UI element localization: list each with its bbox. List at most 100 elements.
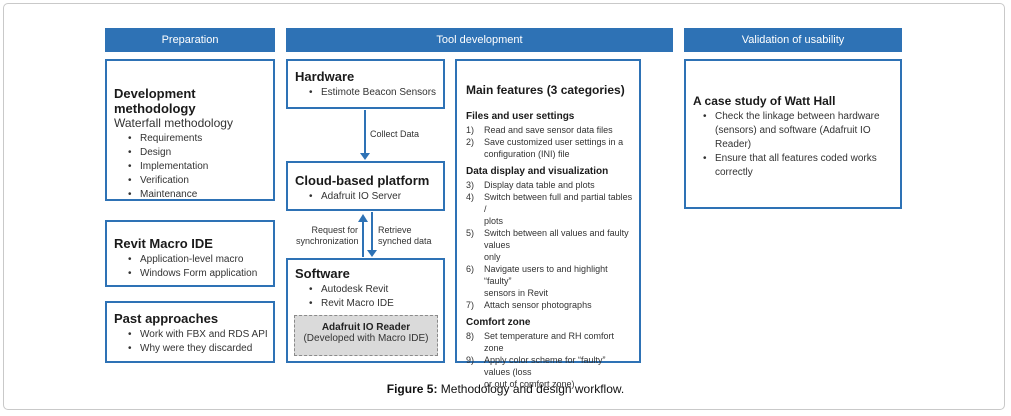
collect-data-label: Collect Data <box>370 129 420 139</box>
feature-text-line: sensors in Revit <box>484 288 549 298</box>
feature-text-line: Attach sensor photographs <box>484 300 592 310</box>
cloud-platform-list: Adafruit IO Server <box>295 190 443 204</box>
header-tool-development: Tool development <box>286 28 673 52</box>
list-item: Revit Macro IDE <box>309 297 443 311</box>
feature-text-line: only <box>484 252 501 262</box>
case-study-list: Check the linkage between hardware (senso… <box>693 110 894 180</box>
hardware-list: Estimote Beacon Sensors <box>295 86 443 100</box>
list-item: Verification <box>128 174 273 188</box>
adafruit-reader-title: Adafruit IO Reader <box>321 322 411 333</box>
list-item: Estimote Beacon Sensors <box>309 86 443 100</box>
feature-text-line: Read and save sensor data files <box>484 125 613 135</box>
list-item: Ensure that all features coded works corr… <box>703 152 894 180</box>
dev-methodology-list: Requirements Design Implementation Verif… <box>114 132 273 202</box>
retrieve-synced-label: Retrieve synched data <box>378 225 432 247</box>
software-title: Software <box>295 266 350 281</box>
features-sections: Files and user settings 1) Read and save s… <box>466 111 633 390</box>
retrieve-arrow-head <box>367 250 377 257</box>
caption-label: Figure 5: <box>386 382 438 396</box>
retrieve-label-line: synched data <box>378 236 432 246</box>
list-item: Why were they discarded <box>128 342 273 356</box>
case-study-text-line: Reader) <box>715 139 752 150</box>
list-item: Adafruit IO Server <box>309 190 443 204</box>
request-label-line: Request for <box>311 225 358 235</box>
feature-text-line: Display data table and plots <box>484 180 595 190</box>
dev-methodology-subtitle: Waterfall methodology <box>114 116 233 130</box>
list-item: Autodesk Revit <box>309 283 443 297</box>
feature-number: 3) <box>466 180 475 190</box>
case-study-text-line: Check the linkage between hardware <box>715 111 880 122</box>
case-study-text-line: correctly <box>715 167 753 178</box>
feature-text-line: or out of comfort zone) <box>484 379 575 389</box>
dev-methodology-title: Development methodology <box>114 86 196 116</box>
header-validation: Validation of usability <box>684 28 902 52</box>
request-sync-label: Request for synchronization <box>296 225 359 247</box>
feature-item: 4) Switch between full and partial tables… <box>466 191 633 227</box>
revit-macro-title: Revit Macro IDE <box>114 236 213 251</box>
past-approaches-title: Past approaches <box>114 311 219 326</box>
cloud-platform-title: Cloud-based platform <box>295 173 430 188</box>
feature-list: 3) Display data table and plots 4) Switch b… <box>466 179 633 311</box>
list-item: Windows Form application <box>128 267 273 281</box>
header-preparation: Preparation <box>105 28 275 52</box>
request-arrow-head <box>358 214 368 222</box>
list-item: Check the linkage between hardware (senso… <box>703 110 894 152</box>
feature-item: 7) Attach sensor photographs <box>466 299 633 311</box>
hardware-box: Hardware Estimote Beacon Sensors <box>286 59 445 109</box>
collect-arrow-head <box>360 153 370 160</box>
feature-number: 7) <box>466 300 475 310</box>
feature-text-line: configuration (INI) file <box>484 149 570 159</box>
cloud-platform-box: Cloud-based platform Adafruit IO Server <box>286 161 445 211</box>
past-approaches-list: Work with FBX and RDS API Why were they … <box>114 328 273 356</box>
feature-section-heading: Comfort zone <box>466 317 531 328</box>
retrieve-label-line: Retrieve <box>378 225 412 235</box>
list-item: Requirements <box>128 132 273 146</box>
feature-item: 2) Save customized user settings in a conf… <box>466 136 633 160</box>
main-features-title: Main features (3 categories) <box>466 83 625 97</box>
dev-methodology-box: Development methodology Waterfall method… <box>105 59 275 202</box>
list-item: Implementation <box>128 160 273 174</box>
figure-caption: Figure 5: Methodology and design workflo… <box>0 382 1011 396</box>
feature-number: 8) <box>466 331 475 341</box>
request-label-line: synchronization <box>296 236 359 246</box>
feature-list: 1) Read and save sensor data files 2) Save … <box>466 124 633 160</box>
feature-list: 8) Set temperature and RH comfort zone 9) A… <box>466 330 633 390</box>
feature-number: 4) <box>466 192 475 202</box>
caption-text: Methodology and design workflow. <box>437 382 625 396</box>
revit-macro-box: Revit Macro IDE Application-level macro … <box>105 220 275 287</box>
feature-number: 6) <box>466 264 475 274</box>
feature-number: 9) <box>466 355 475 365</box>
revit-macro-list: Application-level macro Windows Form app… <box>114 253 273 281</box>
case-study-text-line: (sensors) and software (Adafruit IO <box>715 125 871 136</box>
feature-text-line: plots <box>484 216 504 226</box>
feature-text-line: Set temperature and RH comfort zone <box>484 331 615 353</box>
feature-text-line: Apply color scheme for “faulty” values (… <box>484 355 606 377</box>
feature-item: 3) Display data table and plots <box>466 179 633 191</box>
feature-text-line: Save customized user settings in a <box>484 137 624 147</box>
feature-text-line: Switch between full and partial tables / <box>484 192 633 214</box>
feature-item: 5) Switch between all values and faulty v… <box>466 227 633 263</box>
feature-number: 5) <box>466 228 475 238</box>
feature-item: 8) Set temperature and RH comfort zone <box>466 330 633 354</box>
adafruit-reader-subtitle: (Developed with Macro IDE) <box>303 333 429 344</box>
case-study-title: A case study of Watt Hall <box>693 94 836 108</box>
feature-section-heading: Files and user settings <box>466 111 575 122</box>
adafruit-reader-box: Adafruit IO Reader (Developed with Macro… <box>294 315 438 356</box>
figure-frame <box>3 3 1005 410</box>
feature-text-line: Switch between all values and faulty val… <box>484 228 629 250</box>
feature-number: 1) <box>466 125 475 135</box>
software-list: Autodesk Revit Revit Macro IDE <box>295 283 443 311</box>
feature-item: 6) Navigate users to and highlight “fault… <box>466 263 633 299</box>
list-item: Design <box>128 146 273 160</box>
feature-item: 9) Apply color scheme for “faulty” values… <box>466 354 633 390</box>
feature-text-line: Navigate users to and highlight “faulty” <box>484 264 608 286</box>
list-item: Maintenance <box>128 188 273 202</box>
case-study-box: A case study of Watt Hall Check the link… <box>684 59 902 209</box>
main-features-box: Main features (3 categories) Files and u… <box>455 59 641 389</box>
list-item: Work with FBX and RDS API <box>128 328 273 342</box>
list-item: Application-level macro <box>128 253 273 267</box>
feature-number: 2) <box>466 137 475 147</box>
feature-item: 1) Read and save sensor data files <box>466 124 633 136</box>
case-study-text-line: Ensure that all features coded works <box>715 153 877 164</box>
